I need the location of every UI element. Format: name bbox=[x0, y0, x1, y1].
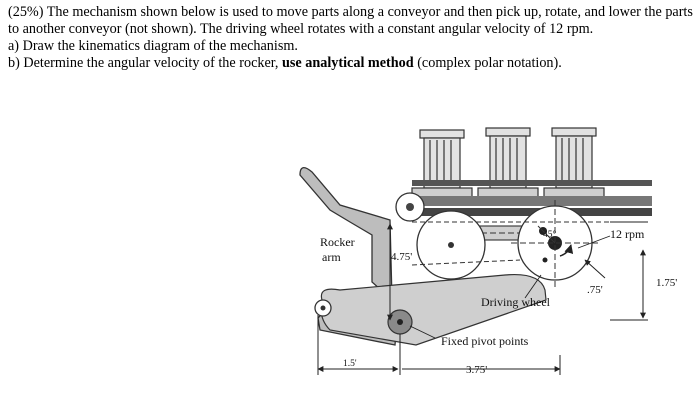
part-b-bold: use analytical method bbox=[282, 55, 414, 71]
part-b-suffix: (complex polar notation). bbox=[413, 55, 562, 71]
problem-statement: (25%) The mechanism shown below is used … bbox=[8, 4, 696, 72]
conveyor-belt bbox=[412, 180, 652, 216]
dim-3-75: 3.75' bbox=[466, 364, 487, 376]
problem-intro: (25%) The mechanism shown below is used … bbox=[8, 4, 693, 37]
dim-1-75: 1.75' bbox=[656, 277, 677, 289]
dim-4-75: 4.75' bbox=[391, 251, 412, 263]
conveyor-boxes bbox=[411, 127, 605, 199]
box-left bbox=[411, 129, 473, 199]
box-middle bbox=[477, 127, 539, 199]
rocker-label-2: arm bbox=[322, 250, 341, 264]
dim-0-75: .75' bbox=[587, 284, 603, 296]
problem-part-b: b) Determine the angular velocity of the… bbox=[8, 55, 696, 72]
box-right bbox=[543, 127, 605, 199]
driving-wheel-label: Driving wheel bbox=[481, 295, 551, 309]
speed-12rpm: 12 rpm bbox=[610, 227, 645, 241]
dimensions bbox=[317, 221, 648, 375]
problem-part-a: a) Draw the kinematics diagram of the me… bbox=[8, 38, 298, 54]
angle-45: 45° bbox=[543, 229, 557, 240]
fixed-pivots-label: Fixed pivot points bbox=[441, 334, 529, 348]
rocker-label-1: Rocker bbox=[320, 235, 355, 249]
dim-1-5: 1.5' bbox=[343, 359, 357, 369]
part-b-prefix: b) Determine the angular velocity of the… bbox=[8, 55, 283, 71]
lower-link bbox=[320, 273, 547, 346]
